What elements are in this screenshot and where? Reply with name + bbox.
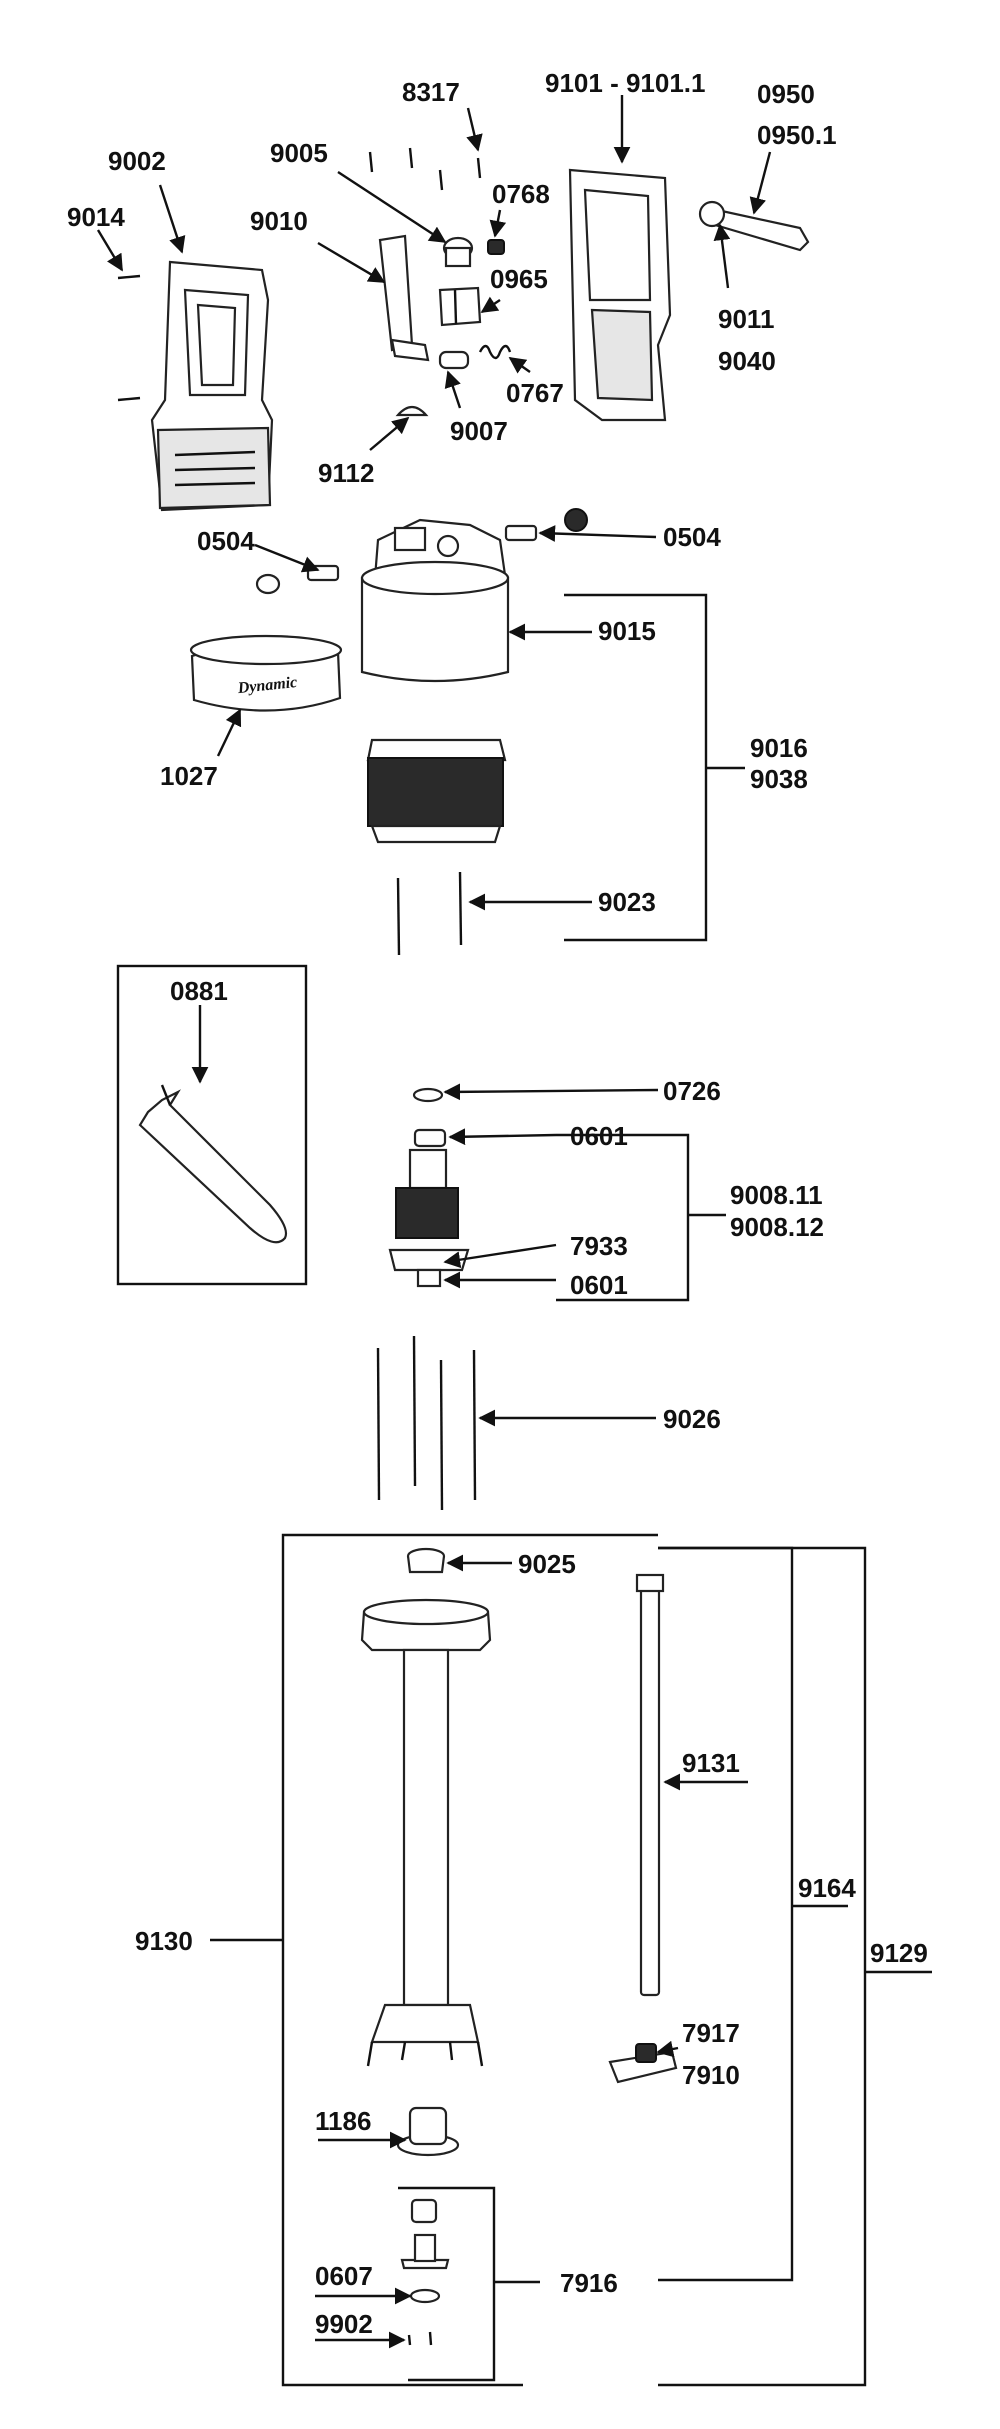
label-9016: 9016 xyxy=(750,733,808,763)
label-0950: 0950 xyxy=(757,79,815,109)
armature-7933 xyxy=(388,1148,470,1288)
label-7917: 7917 xyxy=(682,2018,740,2048)
label-0607: 0607 xyxy=(315,2261,373,2291)
lever-0950 xyxy=(698,200,810,252)
label-9040: 9040 xyxy=(718,346,776,376)
terminal-0504-left xyxy=(255,564,340,595)
leader-lines xyxy=(96,95,932,2387)
label-0601-bottom: 0601 xyxy=(570,1270,628,1300)
clip-9112 xyxy=(395,405,429,417)
label-7916: 7916 xyxy=(560,2268,618,2298)
screw-9014 xyxy=(117,274,141,402)
label-9014: 9014 xyxy=(67,202,125,232)
label-0965: 0965 xyxy=(490,264,548,294)
bearing-0601-top xyxy=(413,1128,447,1148)
pin-9007 xyxy=(438,350,470,370)
motor-housing-9015 xyxy=(360,560,510,683)
band-1027: Dynamic xyxy=(189,634,343,712)
label-7910: 7910 xyxy=(682,2060,740,2090)
label-0601-top: 0601 xyxy=(570,1121,628,1151)
label-0768: 0768 xyxy=(492,179,550,209)
label-9131: 9131 xyxy=(682,1748,740,1778)
band-text: Dynamic xyxy=(236,674,298,697)
label-9038: 9038 xyxy=(750,764,808,794)
label-9002: 9002 xyxy=(108,146,166,176)
housing-left-part xyxy=(150,260,274,512)
label-1027: 1027 xyxy=(160,761,218,791)
drive-shaft-9131 xyxy=(635,1573,665,1997)
label-9008-12: 9008.12 xyxy=(730,1212,824,1242)
blade-7917 xyxy=(608,2043,678,2084)
label-9902: 9902 xyxy=(315,2309,373,2339)
housing-right-part xyxy=(568,168,672,422)
label-9005: 9005 xyxy=(270,138,328,168)
label-9129: 9129 xyxy=(870,1938,928,1968)
subassembly-box-7916 xyxy=(398,2186,496,2382)
bushing-9025 xyxy=(406,1547,446,1574)
tool-box-0881 xyxy=(116,964,308,1286)
label-0504-left: 0504 xyxy=(197,526,255,556)
washer-0726 xyxy=(412,1087,444,1103)
label-9025: 9025 xyxy=(518,1549,576,1579)
assembly-box-9130 xyxy=(281,1533,658,2387)
label-0881: 0881 xyxy=(170,976,228,1006)
label-8317: 8317 xyxy=(402,77,460,107)
switch-9005 xyxy=(442,236,474,268)
label-0950-1: 0950.1 xyxy=(757,120,837,150)
label-9008-11: 9008.11 xyxy=(730,1180,823,1210)
label-9112: 9112 xyxy=(318,458,374,488)
terminal-0504-right xyxy=(504,508,588,542)
nut-0768 xyxy=(487,239,505,255)
label-9164: 9164 xyxy=(798,1873,856,1903)
label-0504-right: 0504 xyxy=(663,522,721,552)
cap-1186 xyxy=(396,2106,460,2157)
label-9023: 9023 xyxy=(598,887,656,917)
label-9101: 9101 - 9101.1 xyxy=(545,68,705,98)
block-0965 xyxy=(438,286,482,327)
rods-9023 xyxy=(396,871,463,956)
label-9130: 9130 xyxy=(135,1926,193,1956)
label-0726: 0726 xyxy=(663,1076,721,1106)
label-9010: 9010 xyxy=(250,206,308,236)
label-1186: 1186 xyxy=(315,2106,371,2136)
label-7933: 7933 xyxy=(570,1231,628,1261)
rods-9026 xyxy=(376,1335,477,1511)
label-9015: 9015 xyxy=(598,616,656,646)
screws-8317 xyxy=(368,147,482,191)
stator-part xyxy=(366,738,507,844)
label-9011: 9011 xyxy=(718,304,774,334)
shaft-tube-part xyxy=(360,1598,492,2067)
label-9007: 9007 xyxy=(450,416,508,446)
spring-0767 xyxy=(478,344,512,360)
label-9026: 9026 xyxy=(663,1404,721,1434)
bracket-9010 xyxy=(378,234,430,362)
part-labels: 8317 9101 - 9101.1 0950 0950.1 9002 9005… xyxy=(67,68,928,2339)
label-0767: 0767 xyxy=(506,378,564,408)
